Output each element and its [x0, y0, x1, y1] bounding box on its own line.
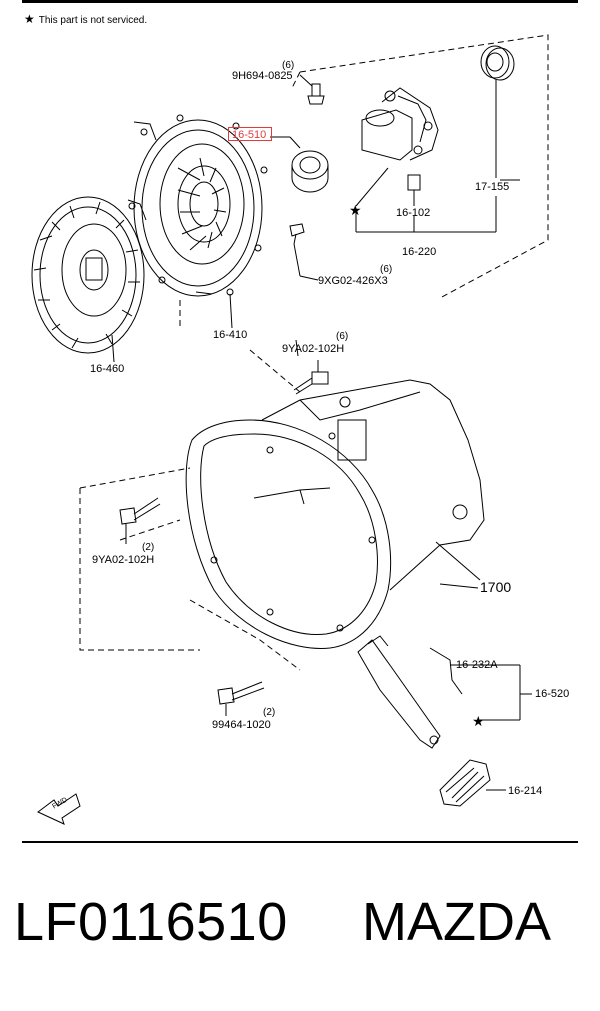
part-16410-label: 16-410 — [213, 329, 248, 341]
boot-16214-drawing — [439, 759, 506, 807]
footer-part-number: LF0116510 — [14, 892, 288, 952]
part-16232a-label: 16-232A — [456, 659, 498, 671]
part-16214-label: 16-214 — [508, 785, 543, 797]
pressure-plate-drawing — [127, 114, 268, 297]
part-9xg02-label: 9XG02-426X3 — [318, 275, 388, 287]
footer-brand: MAZDA — [362, 892, 551, 952]
release-fork-drawing — [357, 635, 532, 749]
star-icon: ★ — [24, 12, 35, 26]
bolt-9ya02-left-drawing — [119, 497, 161, 544]
part-16220-label: 16-220 — [402, 246, 437, 258]
bolt-9xg02-drawing — [289, 223, 319, 281]
bolt-9h694-drawing — [299, 74, 325, 105]
part-9h694-label: 9H694-0825 — [232, 70, 293, 82]
highlighted-part-box: 16-510 — [228, 127, 272, 141]
dashed-frame-left — [79, 488, 200, 651]
top-rule — [22, 0, 578, 3]
part-1700-label: 1700 — [480, 579, 512, 595]
dashed-frame-upper — [299, 34, 549, 299]
part-16102-label: 16-102 — [396, 207, 431, 219]
part-17155-label: 17-155 — [475, 181, 510, 193]
clutch-release-cylinder-drawing — [361, 87, 439, 206]
not-serviced-note: ★This part is not serviced. — [24, 12, 147, 26]
note-text: This part is not serviced. — [38, 15, 148, 26]
forward-arrow-icon — [37, 793, 81, 825]
bolt-99464-drawing — [217, 681, 265, 716]
qty-9xg02: (6) — [380, 264, 393, 275]
qty-9ya02-top: (6) — [336, 331, 349, 342]
part-9ya02-left-label: 9YA02-102H — [92, 554, 155, 566]
part-16510-label: 16-510 — [232, 129, 267, 141]
release-bearing-drawing — [270, 136, 329, 193]
star-marker-cylinder: ★ — [349, 202, 362, 218]
bottom-rule — [22, 841, 578, 843]
clutch-disc-drawing — [31, 196, 145, 363]
star-marker-fork: ★ — [472, 713, 485, 729]
part-16520-label: 16-520 — [535, 688, 570, 700]
oil-seal-17155-drawing — [480, 45, 515, 178]
qty-99464: (2) — [263, 707, 276, 718]
qty-9ya02-left: (2) — [142, 542, 155, 553]
qty-9h694: (6) — [282, 60, 295, 71]
part-9ya02-top-label: 9YA02-102H — [282, 343, 345, 355]
part-16460-label: 16-460 — [90, 363, 125, 375]
bolt-9ya02-top-drawing — [293, 360, 329, 395]
transmission-housing-drawing — [185, 379, 485, 649]
part-99464-label: 99464-1020 — [212, 719, 271, 731]
